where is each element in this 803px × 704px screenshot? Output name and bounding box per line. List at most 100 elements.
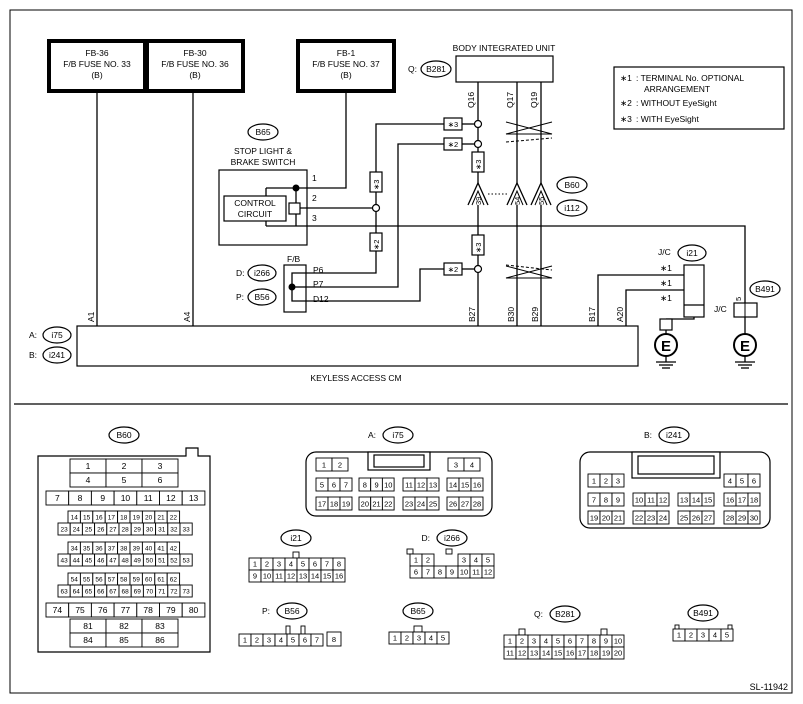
pin-label: 19 — [133, 515, 141, 522]
pin-label: 12 — [518, 649, 526, 658]
svg-text:B27: B27 — [467, 307, 477, 322]
pin-label: 33 — [182, 527, 190, 534]
pin-label: 40 — [145, 546, 153, 553]
svg-text:FB-30: FB-30 — [183, 48, 206, 58]
pin-label: 48 — [121, 558, 129, 565]
pin-label: 5 — [291, 636, 295, 645]
svg-text:(B): (B) — [340, 70, 352, 80]
pin-label: 5 — [486, 556, 490, 565]
fb-block: F/B D: i266 P: B56 P6 P7 D12 — [236, 254, 329, 313]
pin-label: 10 — [635, 495, 643, 504]
diagram-frame — [9, 9, 793, 694]
pin-label: 67 — [109, 589, 117, 596]
svg-text:J/C: J/C — [714, 304, 727, 314]
pin-label: 29 — [738, 513, 746, 522]
svg-text:∗3: ∗3 — [372, 180, 381, 190]
pin-label: 3 — [267, 636, 271, 645]
pin-label: 38 — [120, 546, 128, 553]
stop-light-brake-switch: B65 STOP LIGHT & BRAKE SWITCH CONTROL CI… — [218, 123, 317, 246]
svg-text:∗1: ∗1 — [660, 263, 672, 273]
svg-text:B30: B30 — [506, 307, 516, 322]
pin-label: 2 — [604, 476, 608, 485]
pin-label: 4 — [429, 634, 433, 643]
pin-label: 6 — [568, 637, 572, 646]
svg-text:D:: D: — [422, 533, 431, 543]
svg-text:Q19: Q19 — [529, 92, 539, 108]
pin-label: 17 — [578, 649, 586, 658]
pin-label: 16 — [473, 480, 481, 489]
pin-label: 18 — [120, 515, 128, 522]
pin-label: 23 — [405, 499, 413, 508]
svg-text:B65: B65 — [410, 606, 425, 616]
svg-text:FB-36: FB-36 — [85, 48, 108, 58]
pin-label: 24 — [659, 513, 667, 522]
pin-label: 6 — [414, 568, 418, 577]
pin-label: 5 — [441, 634, 445, 643]
pin-label: 28 — [121, 527, 129, 534]
svg-text:39: 39 — [474, 197, 483, 205]
pin-label: 17 — [108, 515, 116, 522]
pin-label: 2 — [338, 460, 342, 469]
pin-label: 3 — [616, 476, 620, 485]
pin-label: 8 — [337, 560, 341, 569]
pin-label: 8 — [332, 635, 336, 644]
svg-text:1: 1 — [312, 173, 317, 183]
svg-text:P6: P6 — [313, 265, 324, 275]
pin-label: 20 — [361, 499, 369, 508]
pin-label: 1 — [243, 636, 247, 645]
pin-label: 86 — [155, 635, 165, 645]
pin-label: 58 — [120, 577, 128, 584]
svg-text:∗2: ∗2 — [620, 98, 632, 108]
pin-label: 15 — [83, 515, 91, 522]
pin-label: 26 — [692, 513, 700, 522]
pin-label: 7 — [325, 560, 329, 569]
pin-label: 3 — [701, 631, 705, 640]
pin-label: 14 — [449, 480, 457, 489]
pin-label: 54 — [71, 577, 79, 584]
svg-text:B491: B491 — [755, 284, 775, 294]
pin-label: 3 — [462, 556, 466, 565]
pin-label: 81 — [83, 621, 93, 631]
pin-label: 35 — [83, 546, 91, 553]
pin-label: 22 — [170, 515, 178, 522]
pin-label: 22 — [384, 499, 392, 508]
pin-label: 7 — [592, 495, 596, 504]
pin-label: 74 — [53, 605, 63, 615]
svg-text:: WITH EyeSight: : WITH EyeSight — [636, 114, 699, 124]
svg-text:∗1: ∗1 — [620, 73, 632, 83]
junction-connector: B60 i112 39 54 55 — [467, 176, 588, 217]
pin-label: 13 — [429, 480, 437, 489]
svg-text:A:: A: — [29, 330, 37, 340]
pin-label: 68 — [121, 589, 129, 596]
svg-text:B17: B17 — [587, 307, 597, 322]
svg-text:∗1: ∗1 — [660, 293, 672, 303]
svg-text:i21: i21 — [686, 248, 698, 258]
svg-text:B56: B56 — [254, 292, 269, 302]
svg-text:B491: B491 — [693, 608, 713, 618]
svg-text:KEYLESS ACCESS CM: KEYLESS ACCESS CM — [310, 373, 401, 383]
pin-label: 36 — [95, 546, 103, 553]
pin-label: 8 — [592, 637, 596, 646]
svg-text:F/B FUSE NO. 33: F/B FUSE NO. 33 — [63, 59, 131, 69]
svg-text:i75: i75 — [392, 430, 404, 440]
svg-text:A20: A20 — [615, 307, 625, 322]
pin-label: 9 — [100, 493, 105, 503]
pin-label: 53 — [182, 558, 190, 565]
keyless-access-cm: KEYLESS ACCESS CM A: i75 B: i241 A1 A4 B… — [29, 307, 639, 383]
svg-text:B60: B60 — [564, 180, 579, 190]
pin-label: 14 — [311, 572, 319, 581]
svg-text:STOP LIGHT &: STOP LIGHT & — [234, 146, 292, 156]
pin-label: 52 — [170, 558, 178, 565]
pin-label: 4 — [470, 460, 474, 469]
svg-text:i266: i266 — [444, 533, 460, 543]
svg-text:2: 2 — [312, 193, 317, 203]
pin-label: 2 — [689, 631, 693, 640]
pin-label: 4 — [474, 556, 478, 565]
pin-label: 11 — [506, 649, 514, 658]
pin-label: 1 — [253, 560, 257, 569]
pin-label: 18 — [590, 649, 598, 658]
pin-label: 62 — [170, 577, 178, 584]
